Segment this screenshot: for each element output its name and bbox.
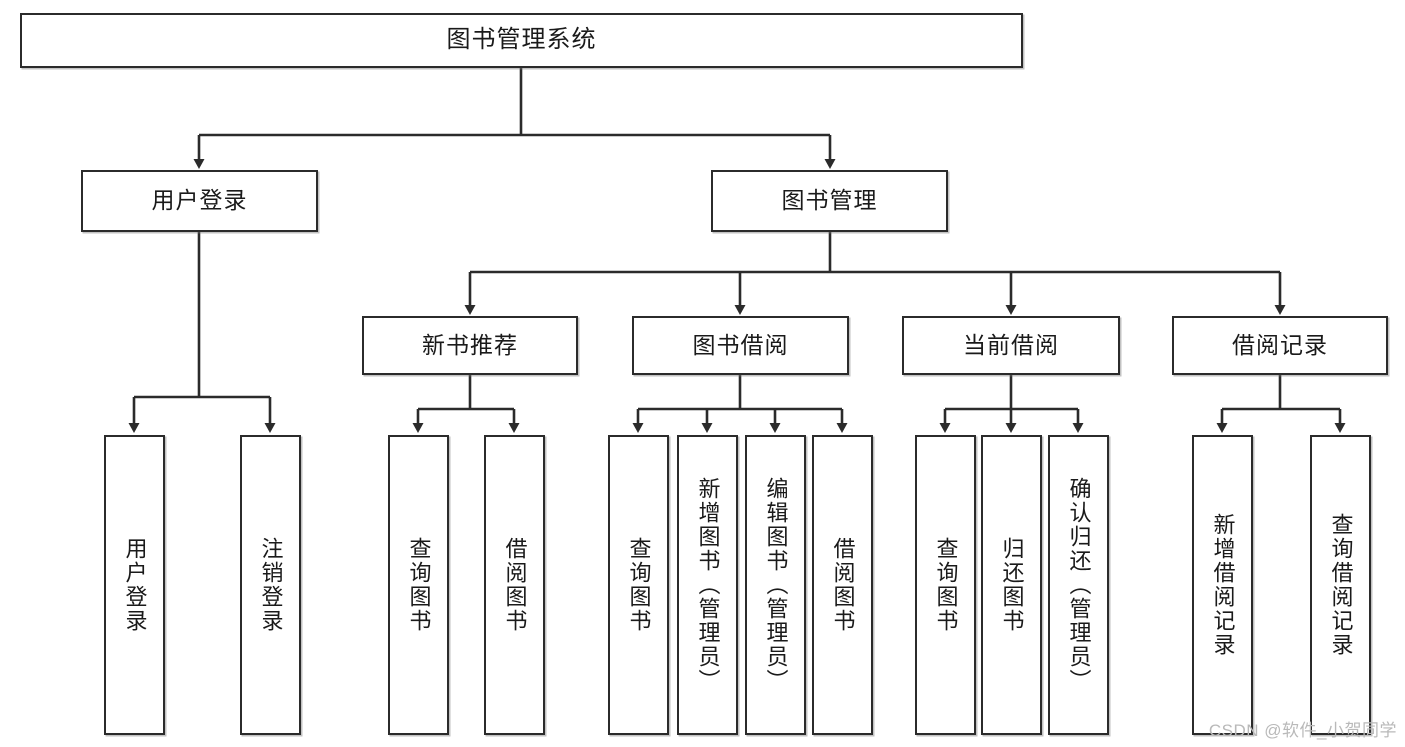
leaf-user-login-login[interactable]: 用户登录 [104, 435, 165, 735]
leaf-borrow-edit-book-admin[interactable]: 编辑图书（管理员） [745, 435, 806, 735]
leaf-record-add-record[interactable]: 新增借阅记录 [1192, 435, 1253, 735]
node-user-login[interactable]: 用户登录 [81, 170, 318, 232]
node-current-borrow[interactable]: 当前借阅 [902, 316, 1120, 375]
leaf-borrow-borrow-book[interactable]: 借阅图书 [812, 435, 873, 735]
node-root-system[interactable]: 图书管理系统 [20, 13, 1023, 68]
leaf-current-confirm-return-admin[interactable]: 确认归还（管理员） [1048, 435, 1109, 735]
leaf-recommend-query-book[interactable]: 查询图书 [388, 435, 449, 735]
node-book-borrow[interactable]: 图书借阅 [632, 316, 849, 375]
leaf-recommend-borrow-book[interactable]: 借阅图书 [484, 435, 545, 735]
leaf-borrow-add-book-admin[interactable]: 新增图书（管理员） [677, 435, 738, 735]
node-borrow-record[interactable]: 借阅记录 [1172, 316, 1388, 375]
leaf-current-return-book[interactable]: 归还图书 [981, 435, 1042, 735]
leaf-user-login-logout[interactable]: 注销登录 [240, 435, 301, 735]
node-new-book-recommend[interactable]: 新书推荐 [362, 316, 578, 375]
leaf-record-query-record[interactable]: 查询借阅记录 [1310, 435, 1371, 735]
leaf-borrow-query-book[interactable]: 查询图书 [608, 435, 669, 735]
node-book-management[interactable]: 图书管理 [711, 170, 948, 232]
leaf-current-query-book[interactable]: 查询图书 [915, 435, 976, 735]
csdn-watermark: CSDN @软件_小贺同学 [1208, 721, 1397, 740]
